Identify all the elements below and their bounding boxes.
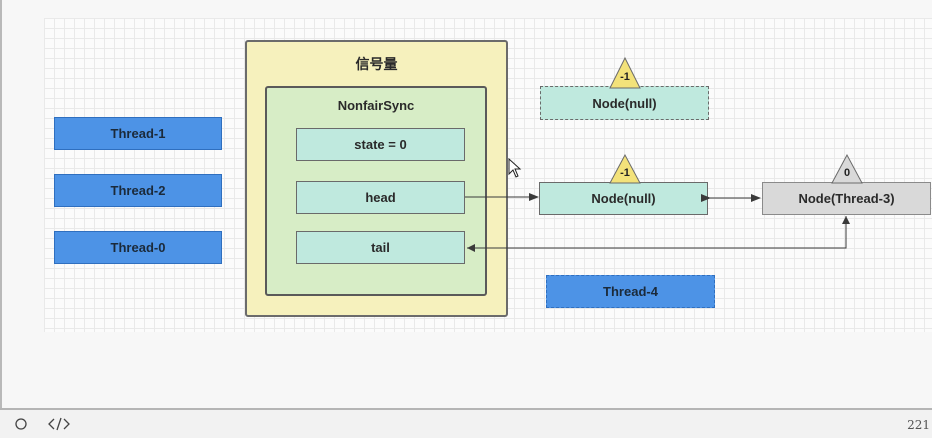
page-number: 221: [907, 418, 930, 432]
top-node-status: -1: [620, 71, 630, 83]
thread-4-box: Thread-4: [546, 275, 715, 308]
head-field-label: head: [365, 190, 396, 205]
circle-icon[interactable]: [14, 416, 28, 434]
connections-layer: [465, 56, 863, 252]
semaphore-title: 信号量: [355, 57, 398, 73]
top-node-label: Node(null): [592, 95, 657, 111]
tail-pointer-arrowhead: [467, 244, 475, 252]
nonfair-sync-title: NonfairSync: [337, 98, 415, 113]
head-node-warning-triangle: [609, 153, 641, 184]
mouse-cursor-icon: [508, 158, 522, 178]
head-field: head: [296, 181, 465, 214]
thread-0-box: Thread-0: [54, 231, 222, 264]
code-icon[interactable]: [48, 416, 70, 436]
tail-node-status: 0: [843, 167, 851, 179]
tail-field: tail: [296, 231, 465, 264]
tail-node-label: Node(Thread-3): [798, 191, 895, 206]
player-bar: 221: [0, 408, 932, 438]
thread-2-box: Thread-2: [54, 174, 222, 207]
tail-field-label: tail: [371, 240, 390, 255]
tail-pointer-line: [467, 216, 847, 249]
top-node-warning-triangle: [609, 56, 641, 89]
thread-1-box: Thread-1: [54, 117, 222, 150]
head-node-box: Node(null): [539, 182, 708, 215]
thread-4-label: Thread-4: [603, 284, 658, 299]
thread-0-label: Thread-0: [110, 240, 166, 255]
state-field: state = 0: [296, 128, 465, 161]
thread-1-label: Thread-1: [110, 126, 166, 141]
tail-pointer-arrowtail: [842, 216, 850, 224]
head-node-label: Node(null): [591, 191, 656, 206]
state-field-label: state = 0: [354, 137, 407, 152]
head-node-status: -1: [620, 167, 630, 179]
tail-node-status-triangle: [831, 153, 863, 184]
thread-2-label: Thread-2: [110, 183, 166, 198]
